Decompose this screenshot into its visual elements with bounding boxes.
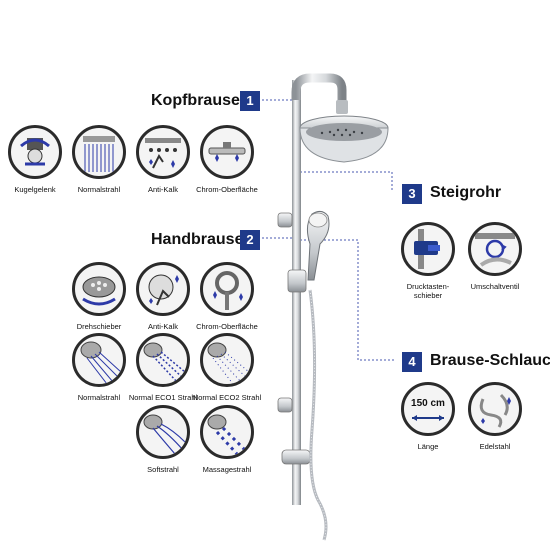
chrome-surface-icon [200, 262, 254, 316]
eco2-spray-icon [200, 333, 254, 387]
feature-drucktastenschieber: Drucktasten- schieber [393, 222, 463, 300]
feature-label: Umschaltventil [470, 282, 520, 291]
length-icon: 150 cm [401, 382, 455, 436]
feature-label: Anti-Kalk [147, 322, 178, 331]
normal-spray-icon [72, 333, 126, 387]
feature-eco2-strahl: Normal ECO2 Strahl [192, 333, 262, 402]
feature-label: Drehschieber [76, 322, 122, 331]
massage-spray-icon [200, 405, 254, 459]
feature-eco1-strahl: Normal ECO1 Strahl [128, 333, 198, 402]
feature-label: Länge [417, 442, 439, 451]
section-title-handbrause: Handbrause [151, 231, 244, 248]
feature-anti-kalk-hand: Anti-Kalk [128, 262, 198, 331]
feature-label: Anti-Kalk [147, 185, 178, 194]
feature-normalstrahl-hand: Normalstrahl [64, 333, 134, 402]
feature-laenge: 150 cm Länge [393, 382, 463, 451]
feature-umschaltventil: Umschaltventil [460, 222, 530, 291]
section-number-badge: 3 [402, 184, 422, 204]
section-title-brause-schlauch: Brause-Schlauch [430, 352, 550, 369]
section-title-steigrohr: Steigrohr [430, 184, 502, 201]
feature-chrom-oberflaeche-hand: Chrom-Oberfläche [192, 262, 262, 331]
section-number-badge: 4 [402, 352, 422, 372]
section-number-badge: 1 [240, 91, 260, 111]
connector-lines [262, 99, 396, 361]
feature-label: Kugelgelenk [14, 185, 56, 194]
diverter-valve-icon [468, 222, 522, 276]
anti-limescale-icon [136, 125, 190, 179]
feature-edelstahl: Edelstahl [460, 382, 530, 451]
feature-anti-kalk: Anti-Kalk [128, 125, 198, 194]
stainless-hose-icon [468, 382, 522, 436]
feature-label: Normal ECO2 Strahl [192, 393, 262, 402]
feature-label: Normalstrahl [77, 185, 121, 194]
section-number-badge: 2 [240, 230, 260, 250]
chrome-surface-icon [200, 125, 254, 179]
ball-joint-icon [8, 125, 62, 179]
feature-label: Drucktasten- schieber [406, 282, 450, 300]
feature-normalstrahl: Normalstrahl [64, 125, 134, 194]
hose-length-value: 150 cm [411, 398, 445, 409]
feature-label: Normalstrahl [77, 393, 121, 402]
feature-chrom-oberflaeche: Chrom-Oberfläche [192, 125, 262, 194]
push-button-slider-icon [401, 222, 455, 276]
feature-label: Softstrahl [147, 465, 179, 474]
section-title-kopfbrause: Kopfbrause [151, 92, 240, 109]
feature-label: Chrom-Oberfläche [196, 185, 258, 194]
feature-softstrahl: Softstrahl [128, 405, 198, 474]
soft-spray-icon [136, 405, 190, 459]
feature-kugelgelenk: Kugelgelenk [0, 125, 70, 194]
rotary-slider-icon [72, 262, 126, 316]
feature-massagestrahl: Massagestrahl [192, 405, 262, 474]
feature-drehschieber: Drehschieber [64, 262, 134, 331]
normal-spray-icon [72, 125, 126, 179]
feature-label: Normal ECO1 Strahl [128, 393, 198, 402]
anti-limescale-icon [136, 262, 190, 316]
feature-label: Massagestrahl [202, 465, 252, 474]
feature-label: Edelstahl [479, 442, 511, 451]
eco1-spray-icon [136, 333, 190, 387]
feature-label: Chrom-Oberfläche [196, 322, 258, 331]
